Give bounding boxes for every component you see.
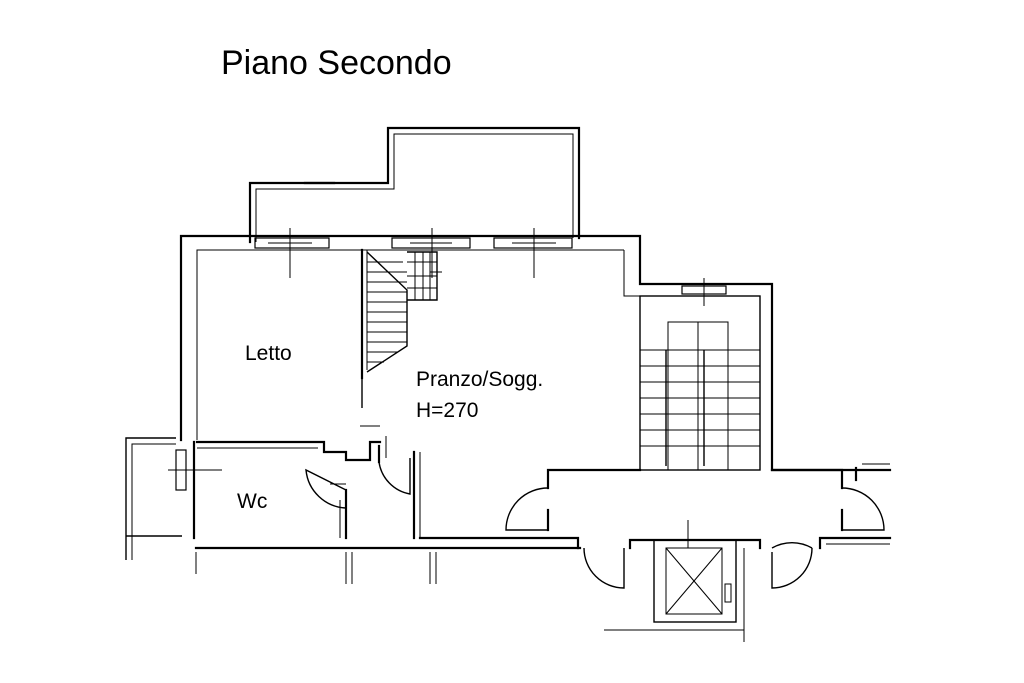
common-staircase xyxy=(639,295,761,471)
room-label-pranzo: Pranzo/Sogg. xyxy=(416,368,543,391)
door-swings xyxy=(305,458,885,589)
internal-staircase xyxy=(361,251,442,408)
window-frames xyxy=(254,228,727,306)
plan-title: Piano Secondo xyxy=(221,44,452,82)
landing-walls xyxy=(418,463,892,550)
wc-window xyxy=(168,449,222,491)
lower-floor-walls xyxy=(194,546,745,642)
room-height-label: H=270 xyxy=(416,399,478,422)
room-label-letto: Letto xyxy=(245,342,292,365)
interior-partitions xyxy=(192,425,421,540)
elevator-shaft xyxy=(653,520,737,623)
room-label-wc: Wc xyxy=(237,490,267,513)
terrace-walls xyxy=(248,126,581,244)
left-balcony xyxy=(125,437,182,560)
